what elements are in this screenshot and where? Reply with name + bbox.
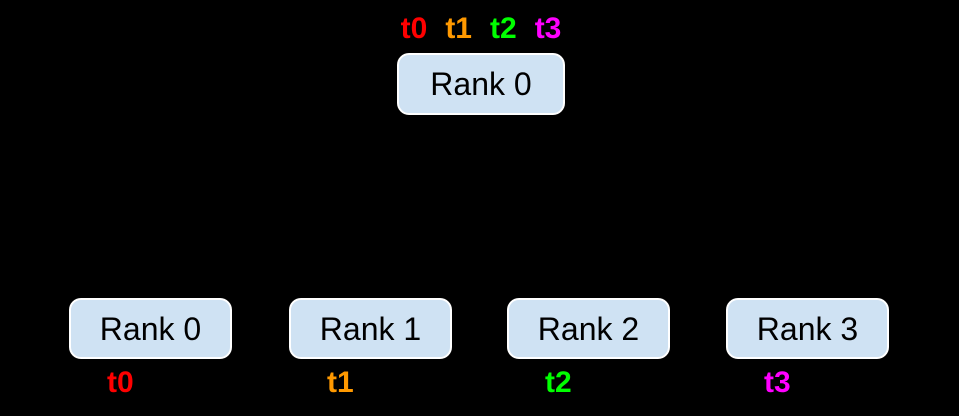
leaf-rank-node-2: Rank 2 (507, 298, 670, 359)
leaf-rank-node-1: Rank 1 (289, 298, 452, 359)
leaf-rank-group-3: Rank 3 t3 (726, 298, 889, 399)
thread-label-t2: t2 (490, 12, 517, 45)
leaf-rank-node-label: Rank 1 (319, 310, 422, 347)
thread-label-t0: t0 (400, 12, 428, 45)
thread-label-t1: t1 (445, 12, 472, 45)
root-rank-node-label: Rank 0 (430, 66, 532, 102)
leaf-rank-node-label: Rank 2 (537, 310, 640, 347)
root-thread-label-row: t0 t1 t2 t3 (397, 12, 565, 45)
leaf-rank-group-2: Rank 2 t2 (507, 298, 670, 399)
thread-label-t3: t3 (764, 366, 791, 399)
root-rank-node: Rank 0 (397, 53, 565, 115)
leaf-rank-node-label: Rank 3 (756, 310, 859, 347)
leaf-rank-node-0: Rank 0 (69, 298, 232, 359)
leaf-rank-group-0: Rank 0 t0 (69, 298, 232, 399)
thread-label-t2: t2 (545, 366, 572, 399)
thread-label-t0: t0 (107, 366, 134, 399)
leaf-rank-group-1: Rank 1 t1 (289, 298, 452, 399)
leaf-rank-node-label: Rank 0 (99, 310, 202, 347)
leaf-rank-node-3: Rank 3 (726, 298, 889, 359)
thread-label-t3: t3 (534, 12, 562, 45)
thread-label-t1: t1 (327, 366, 354, 399)
